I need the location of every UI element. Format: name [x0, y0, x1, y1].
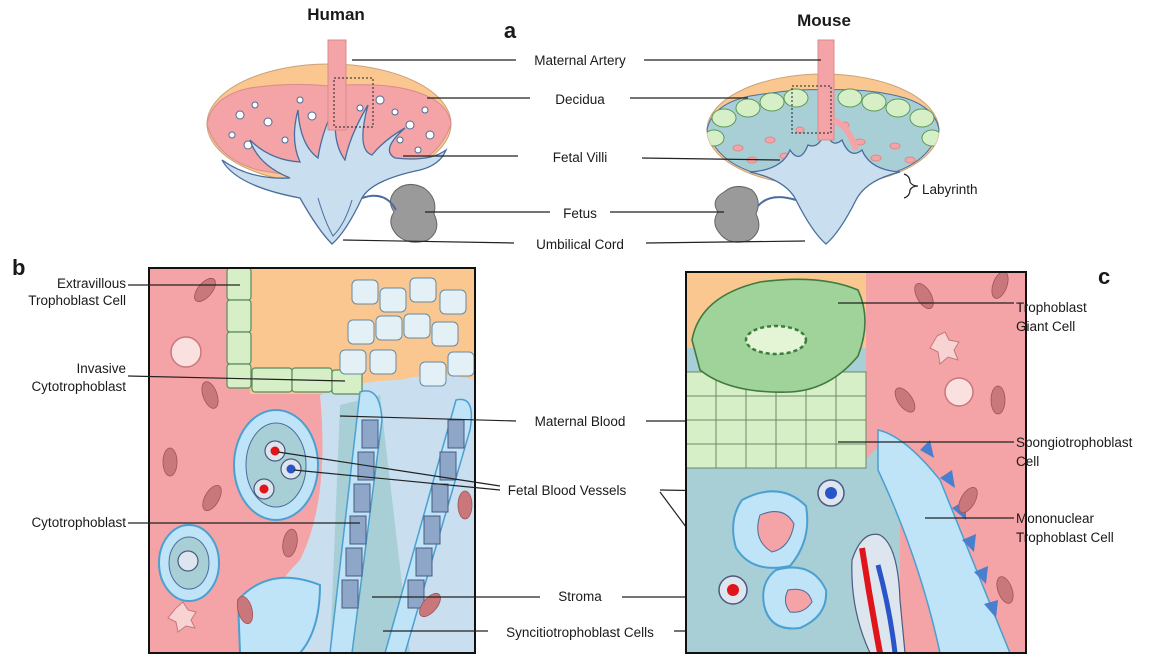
label-maternal-artery: Maternal Artery — [534, 53, 626, 68]
mouse-title: Mouse — [797, 11, 851, 30]
panel-a-letter: a — [504, 18, 517, 43]
label-decidua: Decidua — [555, 92, 605, 107]
label-fetal-blood-vessels: Fetal Blood Vessels — [508, 483, 627, 498]
label-mono-line1: Mononuclear — [1016, 511, 1095, 526]
label-syncytiotrophoblast: Syncitiotrophoblast Cells — [506, 625, 654, 640]
label-cytotrophoblast: Cytotrophoblast — [31, 515, 126, 530]
label-tgc-line1: Trophoblast — [1016, 300, 1087, 315]
mouse-placenta-diagram — [704, 40, 942, 244]
panel-b-letter: b — [12, 255, 25, 280]
fetal-vessel-red — [271, 447, 280, 456]
label-spongio-line2: Cell — [1016, 454, 1039, 469]
label-tgc-line2: Giant Cell — [1016, 319, 1075, 334]
fetal-vessel-blue — [825, 487, 837, 499]
label-invasive-line1: Invasive — [76, 361, 126, 376]
fetal-vessel-blue — [287, 465, 296, 474]
label-stroma: Stroma — [558, 589, 602, 604]
panel-c-letter: c — [1098, 264, 1110, 289]
fetal-vessel-red — [727, 584, 739, 596]
label-fetal-villi: Fetal Villi — [553, 150, 608, 165]
label-maternal-blood: Maternal Blood — [535, 414, 626, 429]
panel-b-diagram — [149, 268, 475, 653]
human-placenta-diagram — [207, 40, 451, 244]
label-mono-line2: Trophoblast Cell — [1016, 530, 1114, 545]
label-evt-line1: Extravillous — [57, 276, 126, 291]
fetal-vessel-red — [260, 485, 269, 494]
panel-c-diagram — [686, 269, 1026, 653]
label-spongio-line1: Spongiotrophoblast — [1016, 435, 1133, 450]
label-evt-line2: Trophoblast Cell — [28, 293, 126, 308]
label-umbilical-cord: Umbilical Cord — [536, 237, 624, 252]
label-fetus: Fetus — [563, 206, 597, 221]
label-invasive-line2: Cytotrophoblast — [31, 379, 126, 394]
human-title: Human — [307, 5, 365, 24]
label-labyrinth: Labyrinth — [922, 182, 978, 197]
